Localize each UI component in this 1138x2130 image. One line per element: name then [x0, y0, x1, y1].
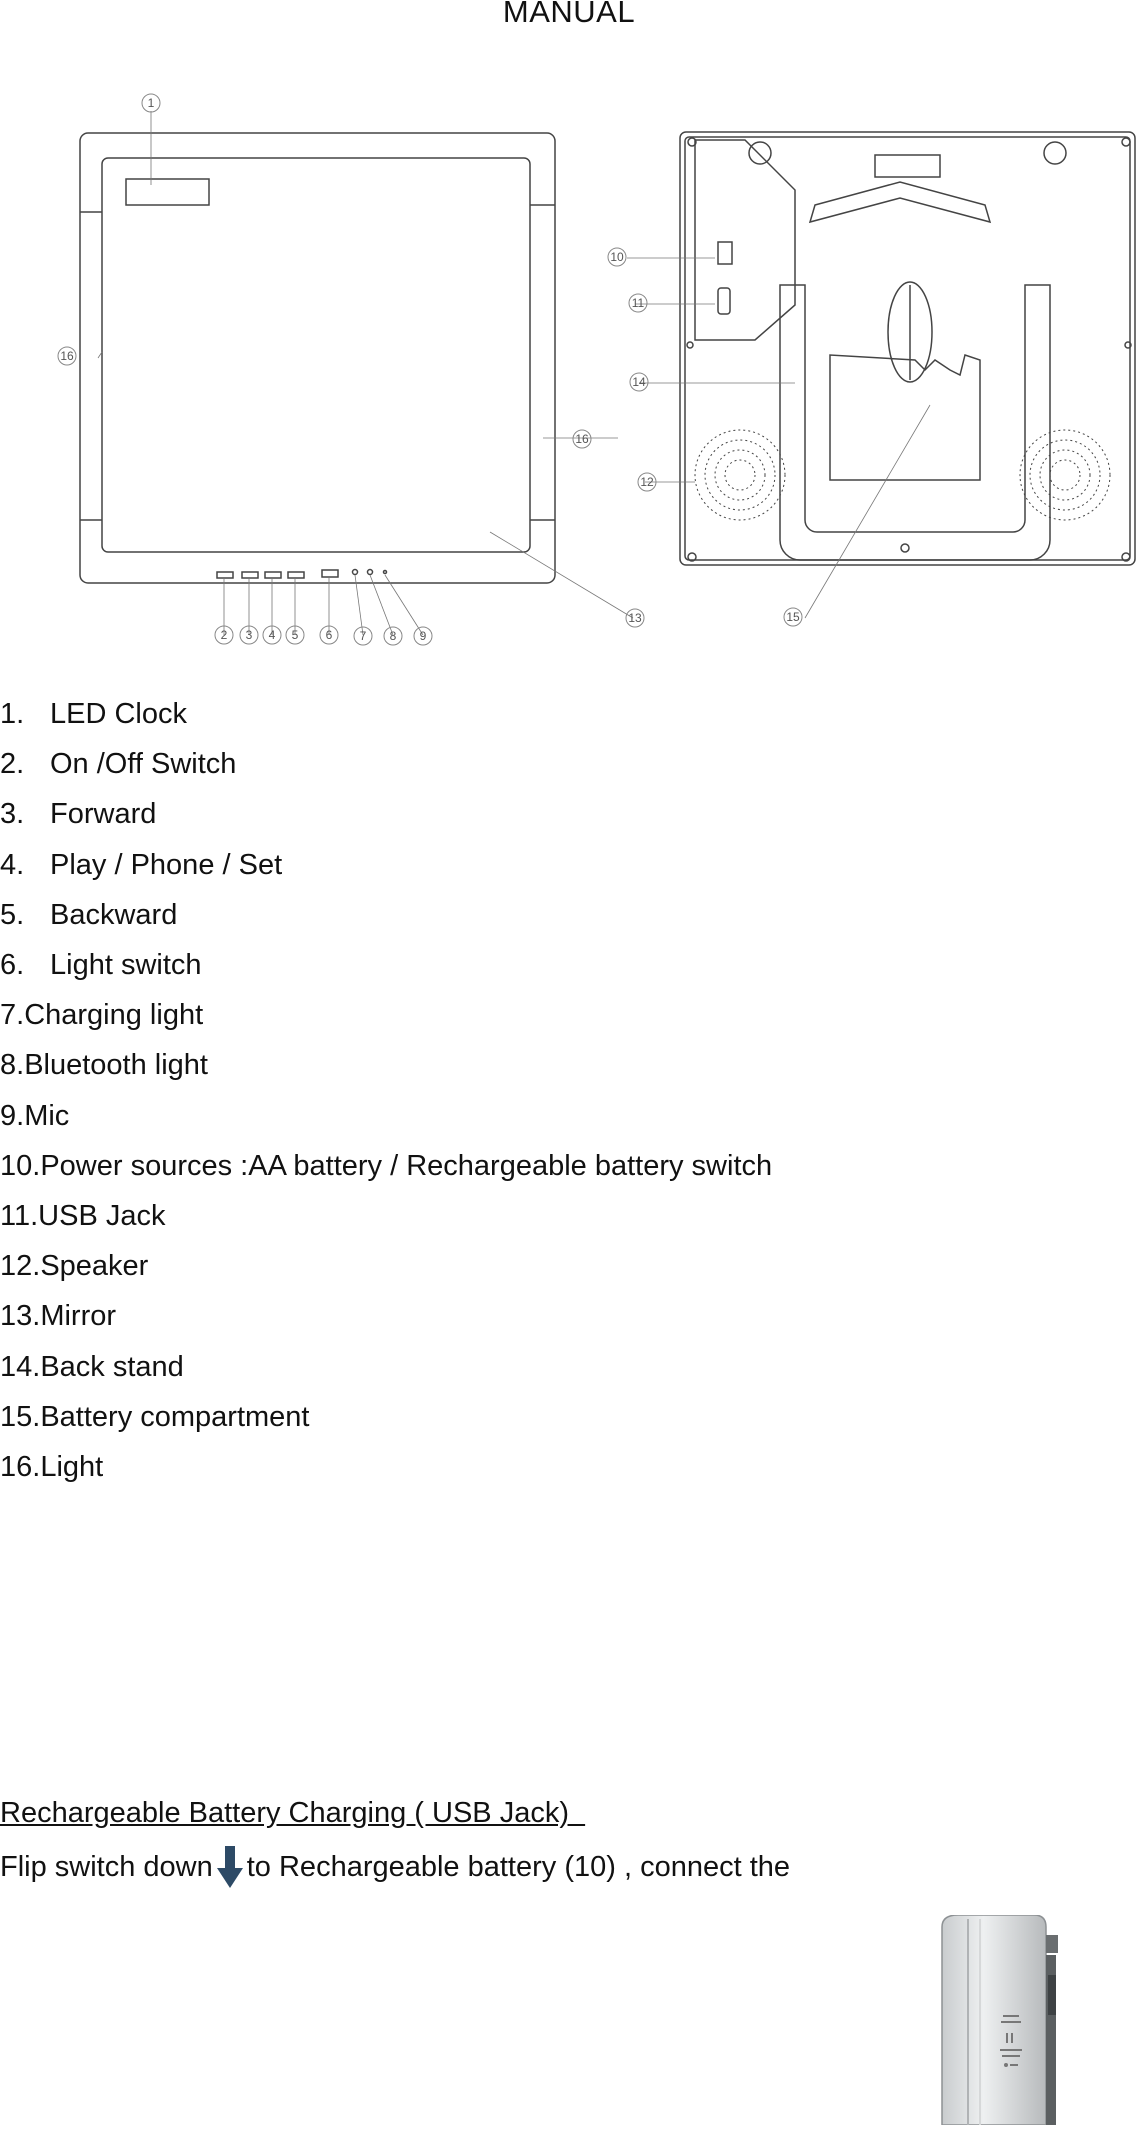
list-item: 8. Bluetooth light: [0, 1040, 772, 1090]
list-item: 16. Light: [0, 1442, 772, 1492]
list-item-label: Mic: [24, 1099, 70, 1132]
list-item-number: 11.: [0, 1200, 39, 1233]
list-item: 3. Forward: [0, 789, 772, 839]
back-view: [679, 131, 1136, 566]
list-item: 5. Backward: [0, 890, 772, 940]
list-item-number: 10.: [0, 1149, 41, 1182]
list-item-number: 8.: [0, 1049, 25, 1082]
product-diagram: 1 2 3 4 5 6 7 8 9 10 11 12 13 14 15 16 1…: [55, 70, 1138, 650]
list-item-label: Mirror: [40, 1300, 117, 1333]
callout-8: 8: [390, 629, 397, 643]
list-item-number: 4.: [0, 848, 25, 881]
list-item: 6. Light switch: [0, 940, 772, 990]
list-item-number: 9.: [0, 1099, 25, 1132]
list-item-label: Forward: [50, 798, 157, 831]
front-view: [79, 132, 556, 584]
list-item-number: 6.: [0, 949, 25, 982]
list-item: 15. Battery compartment: [0, 1392, 772, 1442]
list-item: 1. LED Clock: [0, 689, 772, 739]
down-arrow-icon: [216, 1846, 243, 1888]
list-item: 12. Speaker: [0, 1241, 772, 1291]
list-item: 13. Mirror: [0, 1291, 772, 1341]
list-item-label: Backward: [50, 898, 178, 931]
list-item-number: 1.: [0, 698, 25, 730]
list-item-label: LED Clock: [50, 698, 187, 730]
instruction-before: Flip switch down: [0, 1850, 213, 1883]
list-item-number: 16.: [0, 1451, 41, 1484]
list-item-number: 3.: [0, 798, 25, 831]
speaker-right: [1019, 429, 1111, 521]
list-item-label: USB Jack: [38, 1200, 166, 1233]
power-source-switch: [717, 241, 733, 265]
top-vent: [874, 154, 941, 178]
callout-4: 4: [269, 628, 276, 642]
callout-11: 11: [632, 296, 645, 310]
list-item: 4. Play / Phone / Set: [0, 840, 772, 890]
list-item-number: 5.: [0, 898, 25, 931]
section-heading: Rechargeable Battery Charging ( USB Jack…: [0, 1797, 586, 1829]
page-title: MANUAL: [502, 0, 636, 29]
usb-jack: [717, 287, 731, 315]
list-item-number: 7.: [0, 999, 25, 1032]
callout-7: 7: [360, 629, 367, 643]
instruction-text: Flip switch down to Rechargeable battery…: [0, 1846, 790, 1888]
led-clock-display: [125, 178, 210, 206]
callout-12: 12: [640, 475, 654, 489]
list-item: 9. Mic: [0, 1091, 772, 1141]
callout-2: 2: [221, 628, 228, 642]
list-item-label: Charging light: [24, 999, 204, 1032]
callout-9: 9: [420, 629, 427, 643]
callout-16-left: 16: [60, 349, 74, 363]
speaker-left: [694, 429, 786, 521]
callout-6: 6: [326, 628, 333, 642]
list-item-label: Light: [40, 1451, 104, 1484]
callout-10: 10: [610, 250, 624, 264]
list-item-number: 15.: [0, 1400, 41, 1433]
device-side-photo: [930, 1914, 1070, 2126]
list-item: 14. Back stand: [0, 1342, 772, 1392]
callout-16-right: 16: [575, 432, 589, 446]
list-item-label: Light switch: [50, 949, 202, 982]
callout-15: 15: [786, 610, 800, 624]
callout-3: 3: [246, 628, 253, 642]
instruction-after: to Rechargeable battery (10) , connect t…: [246, 1850, 791, 1883]
list-item: 7.Charging light: [0, 990, 772, 1040]
list-item-label: Play / Phone / Set: [50, 848, 283, 881]
list-item-number: 12.: [0, 1250, 41, 1283]
list-item-number: 2.: [0, 748, 25, 781]
list-item-label: Bluetooth light: [24, 1049, 208, 1082]
callout-14: 14: [632, 375, 646, 389]
list-item: 10. Power sources :AA battery / Recharge…: [0, 1141, 772, 1191]
list-item-number: 14.: [0, 1350, 41, 1383]
callout-13: 13: [628, 611, 642, 625]
list-item-label: Power sources :AA battery / Rechargeable…: [40, 1149, 773, 1182]
list-item-label: Battery compartment: [40, 1400, 310, 1433]
list-item: 2. On /Off Switch: [0, 739, 772, 789]
parts-list: 1. LED Clock 2. On /Off Switch 3. Forward 4…: [0, 689, 772, 1492]
callout-5: 5: [292, 628, 299, 642]
list-item-number: 13.: [0, 1300, 41, 1333]
callout-1: 1: [148, 96, 155, 110]
list-item-label: Speaker: [40, 1250, 149, 1283]
list-item-label: Back stand: [40, 1350, 184, 1383]
list-item-label: On /Off Switch: [50, 748, 237, 781]
callout-markers: [57, 93, 803, 646]
list-item: 11. USB Jack: [0, 1191, 772, 1241]
